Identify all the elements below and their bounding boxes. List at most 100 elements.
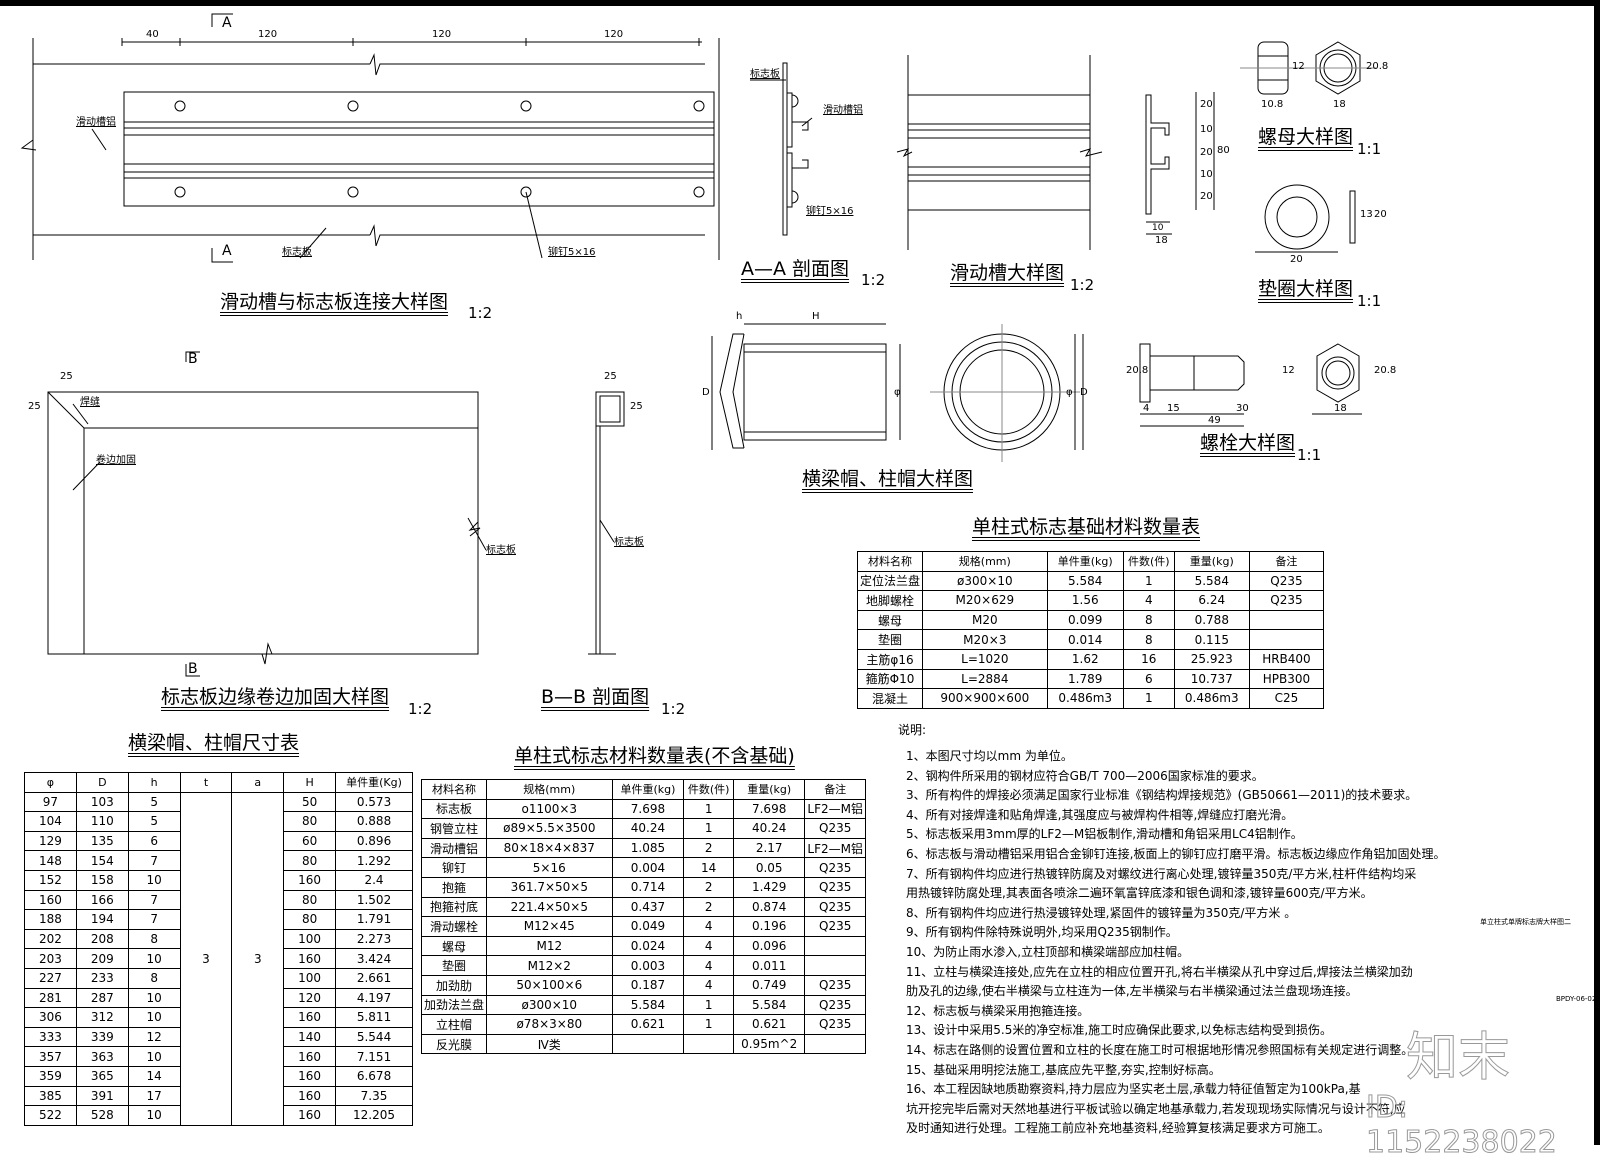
table-cell: 4 (683, 974, 734, 996)
header-cell: 材料名称 (420, 779, 488, 800)
watermark-id: ID: 1152238022 (1366, 1090, 1558, 1160)
table-cell: 100 (283, 967, 337, 989)
table-cell: 361.7×50×5 (486, 876, 613, 898)
table-cell: 7.151 (335, 1046, 413, 1067)
table-cell: 铆钉 (420, 857, 488, 878)
title-section-aa: A—A 剖面图 (741, 258, 850, 280)
table-cell: 螺母 (856, 609, 924, 631)
slide-joint-drawing (20, 13, 715, 263)
dim-bolt-18: 18 (1334, 403, 1347, 414)
table-cell: 抱箍衬底 (420, 896, 488, 918)
table-header-row: φ D h t a H 单件重(Kg) (24, 772, 413, 793)
dim-groove-20b: 20 (1200, 147, 1213, 158)
scale-slide-groove: 1:2 (1070, 276, 1095, 294)
table-cell: 80 (283, 909, 337, 930)
dim-groove-18: 18 (1155, 235, 1168, 246)
table-cell: C25 (1248, 688, 1325, 709)
table-cell: 1.502 (335, 889, 413, 911)
label-rivet: 铆钉5×16 (548, 247, 596, 258)
note-item: 2、钢构件所采用的钢材应符合GB/T 700—2006国家标准的要求。 (906, 768, 1264, 783)
note-item: 1、本图尺寸均以mm 为单位。 (906, 749, 1073, 763)
table-cell: 80×18×4×837 (486, 837, 613, 859)
edge-reinforcement-drawing (47, 351, 487, 677)
dim-bolt-30: 30 (1236, 403, 1249, 414)
table-cell: 227 (24, 967, 77, 989)
frame-code: BPDY-06-02 (1556, 995, 1597, 1003)
note-item: 6、标志板与滑动槽铝采用铝合金铆钉连接,板面上的铆钉应打磨平滑。标志板边缘应作角… (906, 846, 1446, 861)
scale-bolt: 1:1 (1297, 446, 1322, 464)
table-cell: 滑动槽铝 (420, 837, 488, 859)
table-cell (1248, 609, 1325, 631)
header-cell: D (75, 772, 129, 793)
table-cell: 立柱帽 (420, 1014, 488, 1035)
table-cell: 0.95m^2 (732, 1033, 806, 1055)
label-plate: 标志板 (282, 247, 312, 258)
scale-washer: 1:1 (1357, 292, 1382, 310)
header-cell: a (231, 772, 285, 793)
header-cell: 单件重(kg) (611, 779, 685, 800)
section-mark-a-bottom: A (222, 243, 232, 259)
table-cell (804, 935, 866, 957)
label-edge-plate: 标志板 (486, 545, 516, 556)
header-cell: t (179, 772, 233, 793)
label-curl: 卷边加固 (96, 455, 136, 466)
table-cell: Ⅳ类 (486, 1033, 613, 1055)
header-cell: 材料名称 (856, 551, 924, 572)
table-cell: 8 (127, 967, 181, 989)
table-cell: 357 (24, 1046, 77, 1067)
dim-nut-12: 12 (1292, 61, 1305, 72)
note-item: 10、为防止雨水渗入,立柱顶部和横梁端部应加柱帽。 (906, 944, 1190, 959)
sheet-caption: 单立柱式单牌标志牌大样图二 (1480, 918, 1571, 926)
table-cell: M12×45 (486, 916, 613, 937)
dim-groove-20c: 20 (1200, 191, 1213, 202)
table-cell: 0.099 (1046, 609, 1124, 631)
note-item: 5、标志板采用3mm厚的LF2—M铝板制作,滑动槽和角铝采用LC4铝制作。 (906, 827, 1303, 842)
title-slide-groove: 滑动槽大样图 (950, 262, 1065, 284)
dim-nut-20-8: 20.8 (1366, 61, 1389, 72)
table-cell: HPB300 (1248, 668, 1325, 690)
table-cell: Q235 (1248, 590, 1325, 611)
table-cell: 166 (75, 889, 129, 911)
table-cell: ø300×10 (922, 570, 1048, 592)
table-cell: 0.896 (335, 830, 413, 852)
table-cell: 528 (75, 1105, 129, 1126)
dim-bolt-20-8: 20.8 (1126, 365, 1149, 376)
table-cell: 14 (683, 857, 734, 878)
table-cell: 加劲肋 (420, 974, 488, 996)
header-cell: 单件重(Kg) (335, 772, 413, 793)
washer-drawing (1255, 184, 1356, 253)
section-mark-a-top: A (222, 15, 232, 31)
table-cell: 158 (75, 869, 129, 891)
table-cell: 4 (683, 916, 734, 937)
table-cell: 6.678 (335, 1065, 413, 1087)
table-cell (804, 1033, 866, 1055)
table-cell: 3 (179, 791, 233, 1126)
table-cell: 900×900×600 (922, 688, 1048, 709)
dim-groove-20a: 20 (1200, 99, 1213, 110)
table-cell: LF2—M铝 (804, 837, 866, 859)
table-cell: 0.096 (732, 935, 806, 957)
table-cell: 加劲法兰盘 (420, 994, 488, 1016)
scale-edge: 1:2 (408, 700, 433, 718)
table-cell: 0.196 (732, 916, 806, 937)
watermark-brand: 知末 (1405, 1028, 1511, 1089)
table-cell: 0.486m3 (1173, 688, 1250, 709)
section-mark-b-top: B (188, 351, 198, 367)
dim-bolt-15: 15 (1167, 403, 1180, 414)
table-cell: 0.004 (611, 857, 685, 878)
table-cell: 359 (24, 1065, 77, 1087)
dim-bolt-20-8b: 20.8 (1374, 365, 1397, 376)
